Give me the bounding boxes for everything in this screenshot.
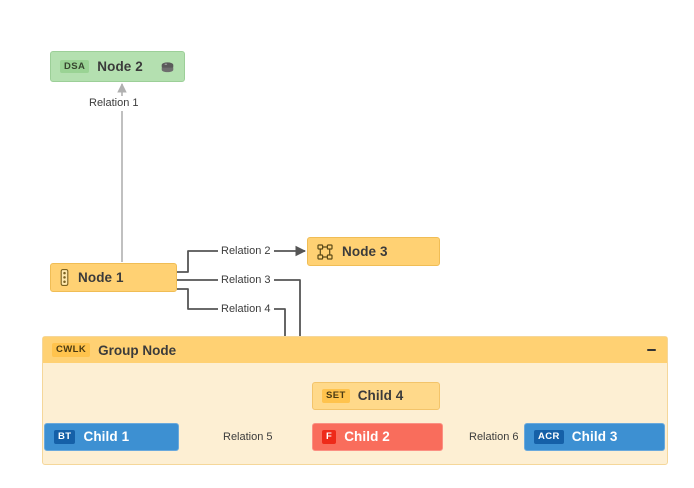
node-child3-title: Child 3: [571, 429, 618, 445]
server-rack-icon: [60, 269, 69, 286]
group-node-badge: CWLK: [52, 343, 91, 357]
node-child3[interactable]: ACR Child 3: [524, 423, 665, 451]
group-node-title: Group Node: [98, 342, 177, 358]
node-node3[interactable]: Node 3: [307, 237, 440, 266]
database-stack-icon: [160, 60, 175, 74]
node-node1[interactable]: Node 1: [50, 263, 177, 292]
node-child4-badge: SET: [322, 389, 350, 403]
edge-label-relation4: Relation 4: [218, 302, 274, 317]
node-child2[interactable]: F Child 2: [312, 423, 443, 451]
node-node2[interactable]: DSA Node 2: [50, 51, 185, 82]
node-child3-badge: ACR: [534, 430, 564, 444]
minus-icon-bar: [646, 348, 656, 352]
group-node-header[interactable]: CWLK Group Node: [43, 337, 667, 363]
edge-label-relation5: Relation 5: [220, 430, 276, 445]
node-child2-badge: F: [322, 430, 337, 444]
node-node3-title: Node 3: [342, 243, 388, 259]
node-node2-badge: DSA: [60, 59, 90, 74]
edge-label-relation1: Relation 1: [86, 96, 142, 111]
edge-label-relation3: Relation 3: [218, 273, 274, 288]
edge-label-relation2: Relation 2: [218, 244, 274, 259]
node-child4[interactable]: SET Child 4: [312, 382, 440, 410]
node-node2-title: Node 2: [97, 58, 143, 74]
node-child1[interactable]: BT Child 1: [44, 423, 179, 451]
node-child1-badge: BT: [54, 430, 76, 444]
edge-label-relation6: Relation 6: [466, 430, 522, 445]
node-node1-title: Node 1: [78, 269, 124, 285]
node-child1-title: Child 1: [83, 429, 130, 445]
node-child4-title: Child 4: [357, 388, 404, 404]
network-graph-icon: [317, 243, 333, 260]
node-child2-title: Child 2: [344, 429, 390, 445]
minus-icon[interactable]: [644, 343, 658, 357]
